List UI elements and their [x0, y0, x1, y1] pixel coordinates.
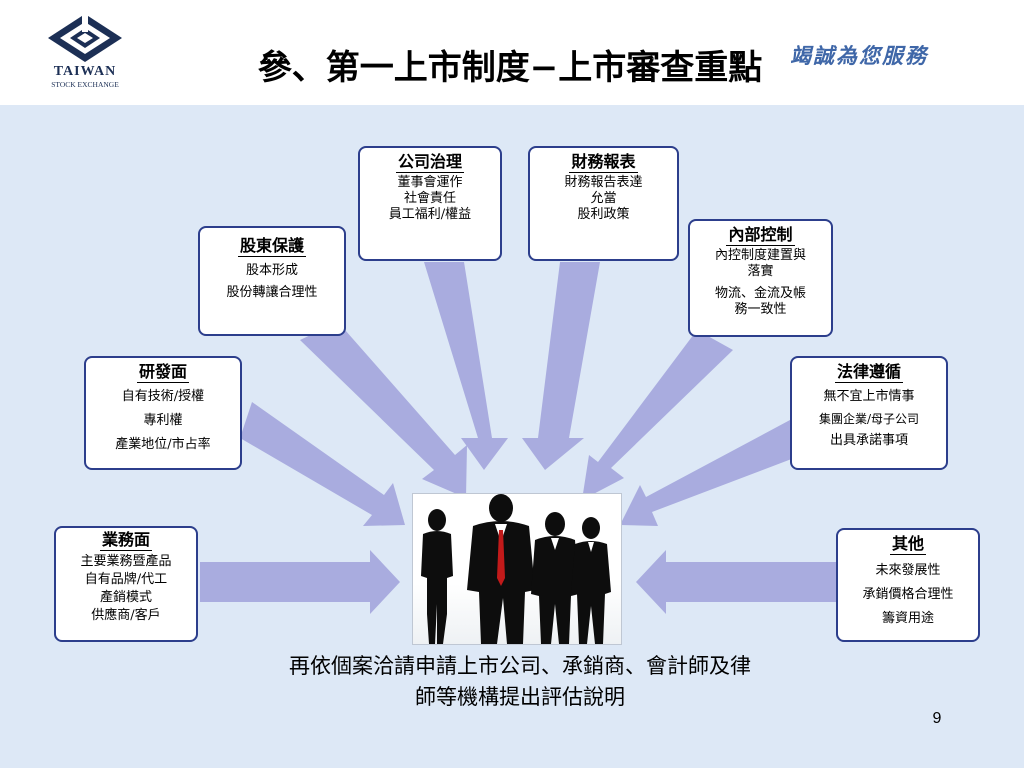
business-people-silhouette	[421, 494, 611, 644]
slide-header: TAIWAN STOCK EXCHANGE 參、第一上市制度−上市審查重點 竭誠…	[0, 0, 1024, 105]
twse-logo: TAIWAN STOCK EXCHANGE	[40, 10, 130, 95]
box-line: 內控制度建置與	[714, 248, 806, 263]
logo-subtitle: STOCK EXCHANGE	[51, 80, 119, 89]
box-line: 員工福利/權益	[388, 207, 472, 222]
box-line: 落實	[747, 264, 774, 279]
box-title: 其他	[889, 534, 926, 555]
box-business: 業務面 主要業務暨產品 自有品牌/代工 產銷模式 供應商/客戶	[54, 526, 198, 642]
box-line: 集團企業/母子公司	[818, 412, 920, 426]
box-line: 產業地位/市占率	[115, 437, 211, 452]
arrow-financial-statements	[522, 262, 600, 470]
box-line: 務一致性	[734, 302, 787, 317]
box-shareholder-protection: 股東保護 股本形成 股份轉讓合理性	[198, 226, 346, 336]
slide-title: 參、第一上市制度−上市審查重點	[257, 48, 763, 88]
page-number: 9	[932, 710, 942, 727]
arrow-rnd	[240, 402, 405, 526]
box-line: 承銷價格合理性	[862, 587, 954, 602]
box-title: 股東保護	[237, 236, 306, 257]
slogan: 竭誠為您服務	[790, 43, 928, 68]
arrow-corporate-governance	[424, 262, 508, 470]
box-line: 自有技術/授權	[121, 389, 205, 404]
twse-logo-icon	[48, 14, 122, 62]
box-title: 業務面	[99, 530, 152, 551]
box-title: 法律遵循	[834, 362, 903, 383]
box-line: 股利政策	[577, 207, 630, 222]
box-line: 主要業務暨產品	[80, 554, 172, 569]
arrow-shareholder-protection	[300, 322, 467, 498]
box-line: 出具承諾事項	[829, 433, 908, 448]
box-legal-compliance: 法律遵循 無不宜上市情事 集團企業/母子公司 出具承諾事項	[790, 356, 948, 470]
box-line: 股份轉讓合理性	[226, 285, 318, 300]
box-title: 研發面	[136, 362, 189, 383]
box-line: 允當	[590, 191, 617, 206]
box-line: 自有品牌/代工	[84, 572, 168, 587]
box-line: 股本形成	[245, 263, 298, 278]
box-corporate-governance: 公司治理 董事會運作 社會責任 員工福利/權益	[358, 146, 502, 261]
box-title: 內部控制	[726, 225, 795, 246]
business-people-image	[412, 493, 622, 645]
logo-name: TAIWAN	[53, 64, 117, 79]
box-line: 專利權	[143, 413, 183, 428]
arrow-others	[636, 550, 836, 614]
box-financial-statements: 財務報表 財務報告表達 允當 股利政策	[528, 146, 679, 261]
box-line: 無不宜上市情事	[823, 389, 915, 404]
box-line: 物流、金流及帳	[714, 286, 806, 301]
box-line: 籌資用途	[881, 611, 934, 626]
footer-line-1: 再依個案洽請申請上市公司、承銷商、會計師及律	[289, 654, 751, 678]
box-line: 董事會運作	[397, 175, 463, 190]
box-line: 財務報告表達	[564, 175, 643, 190]
box-others: 其他 未來發展性 承銷價格合理性 籌資用途	[836, 528, 980, 642]
footer-line-2: 師等機構提出評估說明	[415, 685, 625, 709]
box-line: 社會責任	[403, 191, 456, 206]
box-title: 財務報表	[569, 152, 638, 173]
arrow-legal-compliance	[620, 420, 802, 526]
box-line: 產銷模式	[99, 590, 152, 605]
box-title: 公司治理	[395, 152, 464, 173]
box-line: 供應商/客戶	[91, 608, 161, 623]
arrow-internal-control	[582, 330, 733, 500]
arrow-business	[200, 550, 400, 614]
footer-description: 再依個案洽請申請上市公司、承銷商、會計師及律 師等機構提出評估說明	[200, 651, 840, 713]
box-line: 未來發展性	[875, 563, 941, 578]
box-internal-control: 內部控制 內控制度建置與 落實 物流、金流及帳 務一致性	[688, 219, 833, 337]
box-rnd: 研發面 自有技術/授權 專利權 產業地位/市占率	[84, 356, 242, 470]
